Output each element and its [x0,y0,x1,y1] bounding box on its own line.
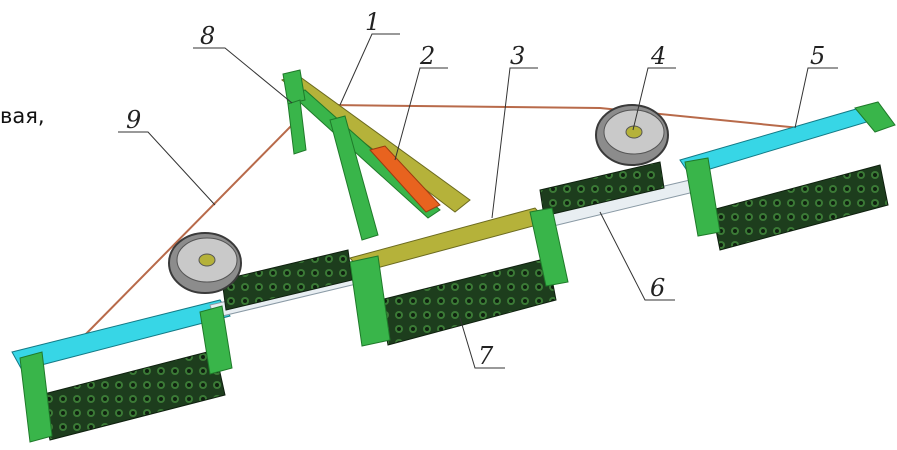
callout-label-4: 4 [650,42,666,70]
leader-7 [459,317,505,369]
callout-label-6: 6 [650,274,665,302]
callout-label-9: 9 [126,106,141,134]
callout-label-7: 7 [478,342,494,370]
tension-rope-right [329,104,801,129]
callout-label-2: 2 [419,42,435,70]
callout-label-5: 5 [810,42,825,70]
leader-5 [794,67,838,129]
frame-side-plates [19,157,721,443]
tension-rope-left [79,121,296,341]
cut-off-caption-fragment: вая, [0,104,45,128]
callout-label-1: 1 [365,8,380,36]
leader-6 [599,211,675,301]
leader-2 [394,67,448,161]
leader-1 [339,33,400,106]
leader-9 [118,131,216,206]
leader-3 [491,67,538,219]
callout-label-3: 3 [510,42,525,70]
leader-4 [632,67,676,131]
right-wing-beam [679,101,896,176]
rollers [39,161,889,441]
rope-mast [287,99,307,155]
transport-wheel-right [595,104,669,166]
hydraulic-cylinder [369,145,441,213]
center-crossbeam [349,207,549,273]
transport-wheel-left [168,232,242,294]
leader-8 [193,47,293,104]
left-wing-beam [11,299,231,371]
callout-label-8: 8 [200,22,215,50]
